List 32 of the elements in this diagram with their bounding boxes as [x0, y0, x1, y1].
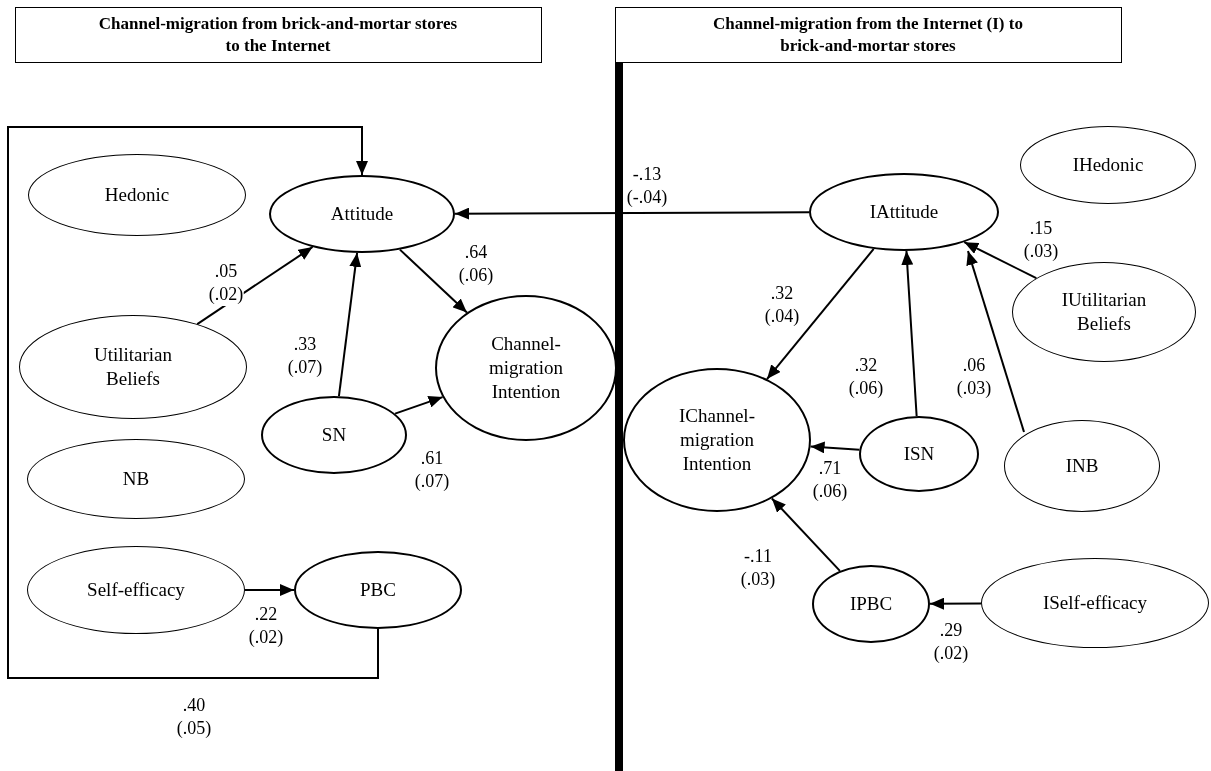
- node-label: NB: [122, 467, 150, 491]
- node-label: IPBC: [849, 592, 893, 616]
- node-label: Utilitarian Beliefs: [92, 343, 174, 391]
- arrow: [966, 250, 1025, 433]
- arrow: [394, 396, 444, 415]
- node-label: Channel-migration Intention: [488, 332, 564, 404]
- node-label: Self-efficacy: [87, 578, 185, 602]
- node-label: IHedonic: [1072, 153, 1144, 177]
- arrow: [770, 497, 841, 572]
- arrow: [454, 207, 810, 220]
- arrow: [244, 584, 295, 596]
- arrow: [809, 441, 861, 454]
- title-box: [14, 7, 542, 63]
- arrow: [7, 126, 379, 679]
- panel-title: Channel-migration from the Internet (I) to brick-and-mortar stores: [712, 13, 1024, 57]
- panel-title: Channel-migration from brick-and-mortar stores to the Internet: [97, 13, 459, 57]
- title-box: [614, 7, 1122, 63]
- arrow: [337, 251, 362, 398]
- node-label: ISelf-efficacy: [1042, 591, 1148, 615]
- arrow: [963, 241, 1038, 280]
- node-label: ISN: [903, 442, 935, 466]
- node-label: SN: [321, 423, 347, 447]
- arrow: [196, 246, 314, 326]
- node-label: IUtilitarian Beliefs: [1060, 288, 1148, 336]
- node-label: INB: [1065, 454, 1099, 478]
- node-label: Attitude: [330, 202, 394, 226]
- arrow: [929, 597, 982, 610]
- node-label: Hedonic: [104, 183, 170, 207]
- node-label: PBC: [360, 578, 396, 602]
- node-label: IAttitude: [869, 200, 939, 224]
- arrow: [901, 250, 918, 418]
- node-label: IChannel-migration Intention: [678, 404, 756, 476]
